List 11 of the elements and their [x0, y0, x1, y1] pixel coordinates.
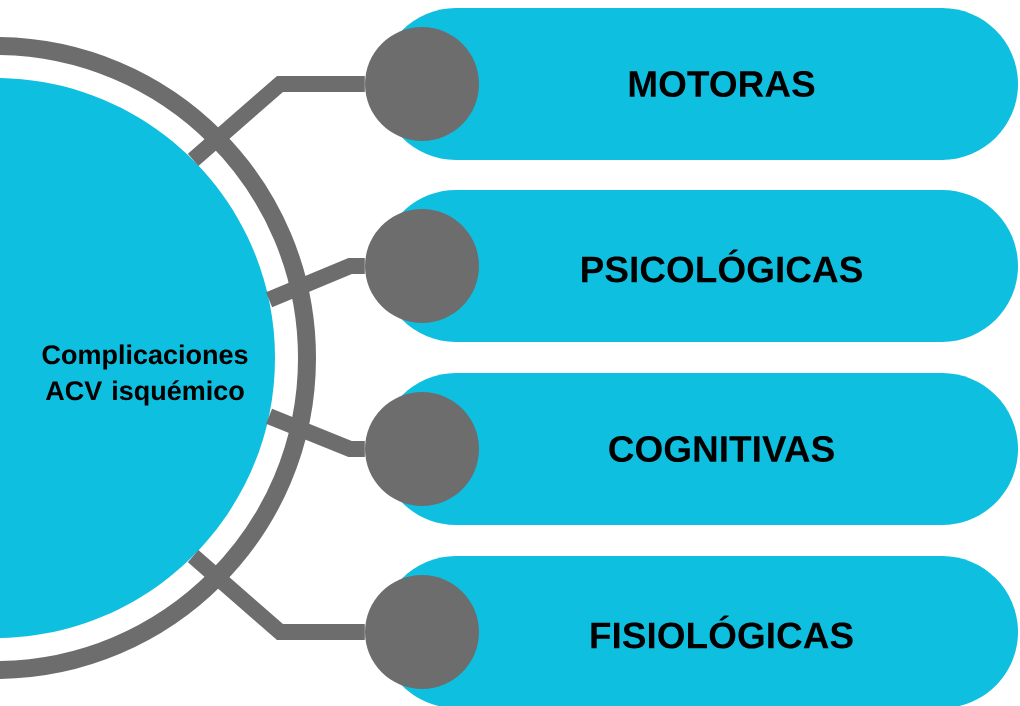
connector-line — [187, 550, 365, 640]
connector-line — [187, 76, 365, 166]
category-pill: PSICOLÓGICAS — [380, 190, 1018, 342]
connector-dot — [365, 209, 479, 323]
category-pill: COGNITIVAS — [380, 373, 1018, 525]
category-pill: MOTORAS — [380, 8, 1018, 160]
connector-line — [266, 408, 365, 457]
connector-dot — [365, 575, 479, 689]
connector-dot — [365, 392, 479, 506]
connector-dot — [365, 27, 479, 141]
category-pill: FISIOLÓGICAS — [380, 556, 1018, 706]
